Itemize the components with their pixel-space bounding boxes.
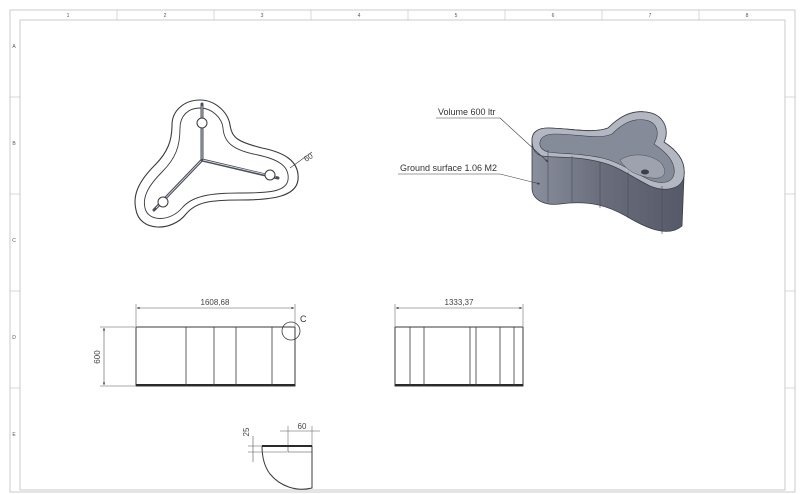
detail-callout-label: C — [300, 314, 307, 324]
front-view-seams — [185, 327, 273, 386]
col-label: 4 — [358, 13, 361, 19]
detail-height-label: 25 — [242, 427, 251, 436]
top-view-hole-right — [264, 169, 276, 181]
wall-thickness-extension — [289, 151, 313, 169]
zone-row-labels: A B C D E — [12, 44, 16, 438]
side-width-label: 1333,37 — [445, 298, 474, 307]
top-view-inner-outline — [143, 107, 289, 219]
side-view-seams — [409, 327, 515, 386]
side-view-body — [394, 326, 524, 387]
ground-surface-leader — [499, 173, 541, 185]
iso-panel-seams — [547, 150, 663, 234]
sheet-border — [9, 9, 796, 493]
col-label: 3 — [261, 13, 264, 19]
zone-column-labels: 1 2 3 4 5 6 7 8 — [67, 13, 749, 19]
side-view: 1333,37 — [394, 298, 524, 387]
volume-leader — [499, 117, 549, 163]
col-label: 8 — [746, 13, 749, 19]
zone-row-ticks — [10, 96, 795, 389]
col-label: 1 — [67, 13, 70, 19]
detail-section-profile — [261, 445, 313, 490]
row-label: A — [12, 44, 16, 50]
zone-column-ticks — [116, 10, 700, 20]
front-view: C 1608,68 600 — [93, 298, 307, 387]
row-label: B — [12, 141, 16, 147]
detail-view-c: 60 25 — [242, 422, 320, 490]
detail-callout-circle — [281, 321, 301, 341]
col-label: 6 — [552, 13, 555, 19]
front-view-body — [135, 326, 296, 387]
iso-inner-floor — [619, 154, 665, 179]
annotations: Volume 600 ltr Ground surface 1.06 M2 — [398, 107, 549, 185]
row-label: E — [12, 432, 16, 438]
volume-annotation: Volume 600 ltr — [438, 107, 496, 117]
wall-thickness-label: 60 — [302, 151, 315, 164]
detail-section-inner — [287, 446, 312, 453]
ground-surface-annotation: Ground surface 1.06 M2 — [400, 163, 497, 173]
col-label: 2 — [164, 13, 167, 19]
top-view-hole-top — [196, 117, 208, 129]
front-height-label: 600 — [93, 350, 102, 364]
top-view-outer-outline — [134, 99, 299, 228]
detail-width-label: 60 — [298, 422, 307, 431]
top-view: 60 — [134, 99, 315, 228]
isometric-view — [531, 111, 685, 234]
row-label: D — [12, 335, 16, 341]
top-view-hole-left — [157, 196, 169, 208]
col-label: 7 — [649, 13, 652, 19]
iso-drain-hole — [641, 169, 649, 175]
col-label: 5 — [455, 13, 458, 19]
row-label: C — [12, 238, 16, 244]
front-width-label: 1608,68 — [201, 298, 230, 307]
